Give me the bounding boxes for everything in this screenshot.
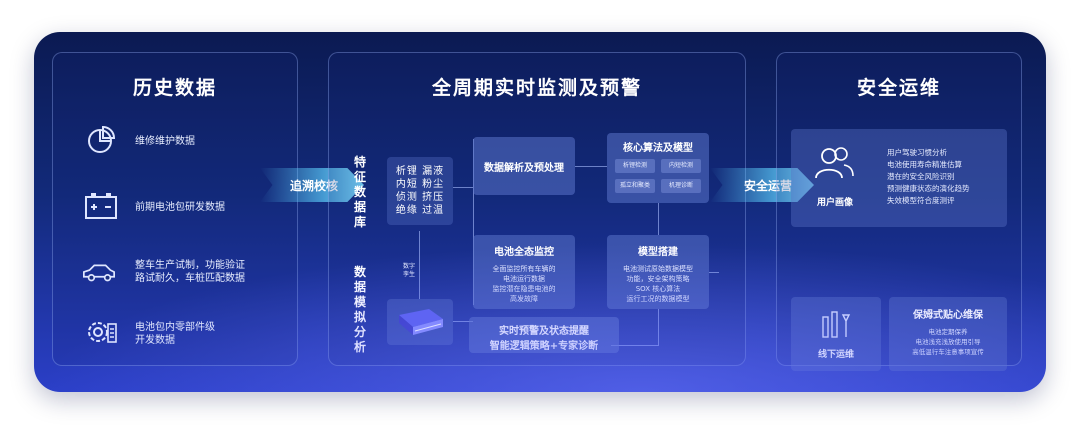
monitor-box-title: 电池全态监控 — [494, 247, 554, 258]
history-item-label: 前期电池包研发数据 — [135, 202, 225, 213]
monitor-title: 全周期实时监测及预警 — [431, 77, 642, 99]
pie-chart-icon — [83, 125, 119, 155]
safety-arrow-label: 安全运营 — [744, 178, 793, 193]
history-item-vehicle: 整车生产试制，功能验证 路试耐久，车桩匹配数据 — [53, 253, 299, 289]
battery-pack-image-box — [387, 299, 453, 345]
gear-icon — [83, 317, 119, 347]
connector-line — [658, 203, 659, 235]
connector-line — [575, 166, 607, 167]
trace-arrow-label: 追溯校核 — [290, 178, 339, 193]
operations-title: 安全运维 — [856, 77, 941, 99]
model-box-title: 模型搭建 — [638, 247, 678, 258]
history-item-label: 维修维护数据 — [135, 136, 195, 147]
trace-arrow: 追溯校核 — [260, 168, 364, 202]
parse-title: 数据解析及预处理 — [484, 163, 564, 174]
offline-label: 线下运维 — [817, 350, 854, 360]
algo-chip: 孤立和聚类 — [615, 179, 655, 193]
monitor-panel: 全周期实时监测及预警 特征数据库 数据模拟分析 析锂 漏液 内短 粉尘 侦测 挤… — [328, 52, 746, 366]
car-icon — [81, 257, 117, 287]
operations-panel: 安全运维 用户画像 用户驾驶习惯分析 电池使用寿命精准估算 潜在的安全风险识别 … — [776, 52, 1022, 371]
warning-box: 实时预警及状态提醒 智能逻辑策略+专家诊断 — [469, 317, 619, 353]
history-item-label: 整车生产试制，功能验证 路试耐久，车桩匹配数据 — [135, 260, 245, 284]
battery-pack-image — [399, 309, 443, 335]
history-item-components: 电池包内零部件级 开发数据 — [53, 315, 299, 351]
parse-box: 数据解析及预处理 — [473, 137, 575, 195]
monitor-box-text: 全面监控所有车辆的 电池运行数据 监控潜在隐患电池的 高发故障 — [492, 265, 556, 303]
care-box: 保姆式贴心维保 电池定期保养 电池浅充浅放使用引导 高低温行车注意事项宣传 — [889, 297, 1007, 371]
model-box-text: 电池测试原始数据模型 功能，安全架构策略 SOX 核心算法 运行工况的数据模型 — [623, 265, 693, 303]
user-profile-box: 用户画像 用户驾驶习惯分析 电池使用寿命精准估算 潜在的安全风险识别 预测健康状… — [791, 129, 1007, 227]
feature-words: 析锂 漏液 内短 粉尘 侦测 挤压 绝缘 过温 — [395, 166, 445, 216]
user-group-icon — [813, 145, 855, 185]
user-profile-points: 用户驾驶习惯分析 电池使用寿命精准估算 潜在的安全风险识别 预测健康状态的演化趋… — [887, 148, 970, 205]
history-item-label: 电池包内零部件级 开发数据 — [135, 322, 215, 346]
algo-chip: 内短检测 — [661, 159, 701, 173]
history-item-battery: 前期电池包研发数据 — [53, 189, 299, 225]
algo-box: 核心算法及模型 — [607, 133, 709, 203]
connector-line — [473, 139, 474, 305]
algo-title: 核心算法及模型 — [623, 143, 693, 154]
connector-line — [611, 345, 659, 346]
history-item-maintenance: 维修维护数据 — [53, 123, 299, 159]
connector-line — [453, 321, 473, 322]
connector-line — [709, 272, 719, 273]
feature-words-box: 析锂 漏液 内短 粉尘 侦测 挤压 绝缘 过温 — [387, 157, 453, 225]
algo-chip: 析锂检测 — [615, 159, 655, 173]
history-panel: 历史数据 维修维护数据 前期电池包研发数据 整车生产试制，功能验证 路试耐久，车… — [52, 52, 298, 366]
tools-icon — [819, 309, 853, 343]
user-profile-label: 用户画像 — [816, 198, 853, 208]
diagram-card: 历史数据 维修维护数据 前期电池包研发数据 整车生产试制，功能验证 路试耐久，车… — [34, 32, 1046, 392]
care-title: 保姆式贴心维保 — [913, 310, 983, 321]
history-title: 历史数据 — [132, 77, 217, 99]
offline-box: 线下运维 — [791, 297, 881, 371]
connector-line — [419, 231, 420, 299]
twin-label: 数字 孪生 — [402, 263, 415, 278]
simulation-label: 数据模拟分析 — [353, 265, 366, 354]
feature-db-label: 特征数据库 — [353, 155, 366, 229]
connector-line — [453, 187, 473, 188]
warning-title-2: 智能逻辑策略+专家诊断 — [489, 341, 599, 352]
warning-title-1: 实时预警及状态提醒 — [499, 326, 589, 337]
care-text: 电池定期保养 电池浅充浅放使用引导 高低温行车注意事项宣传 — [912, 328, 984, 356]
battery-icon — [83, 191, 119, 221]
algo-chip: 机理诊断 — [661, 179, 701, 193]
model-box: 模型搭建 电池测试原始数据模型 功能，安全架构策略 SOX 核心算法 运行工况的… — [607, 235, 709, 309]
monitor-box: 电池全态监控 全面监控所有车辆的 电池运行数据 监控潜在隐患电池的 高发故障 — [473, 235, 575, 309]
safety-arrow: 安全运营 — [710, 168, 814, 202]
connector-line — [658, 309, 659, 345]
